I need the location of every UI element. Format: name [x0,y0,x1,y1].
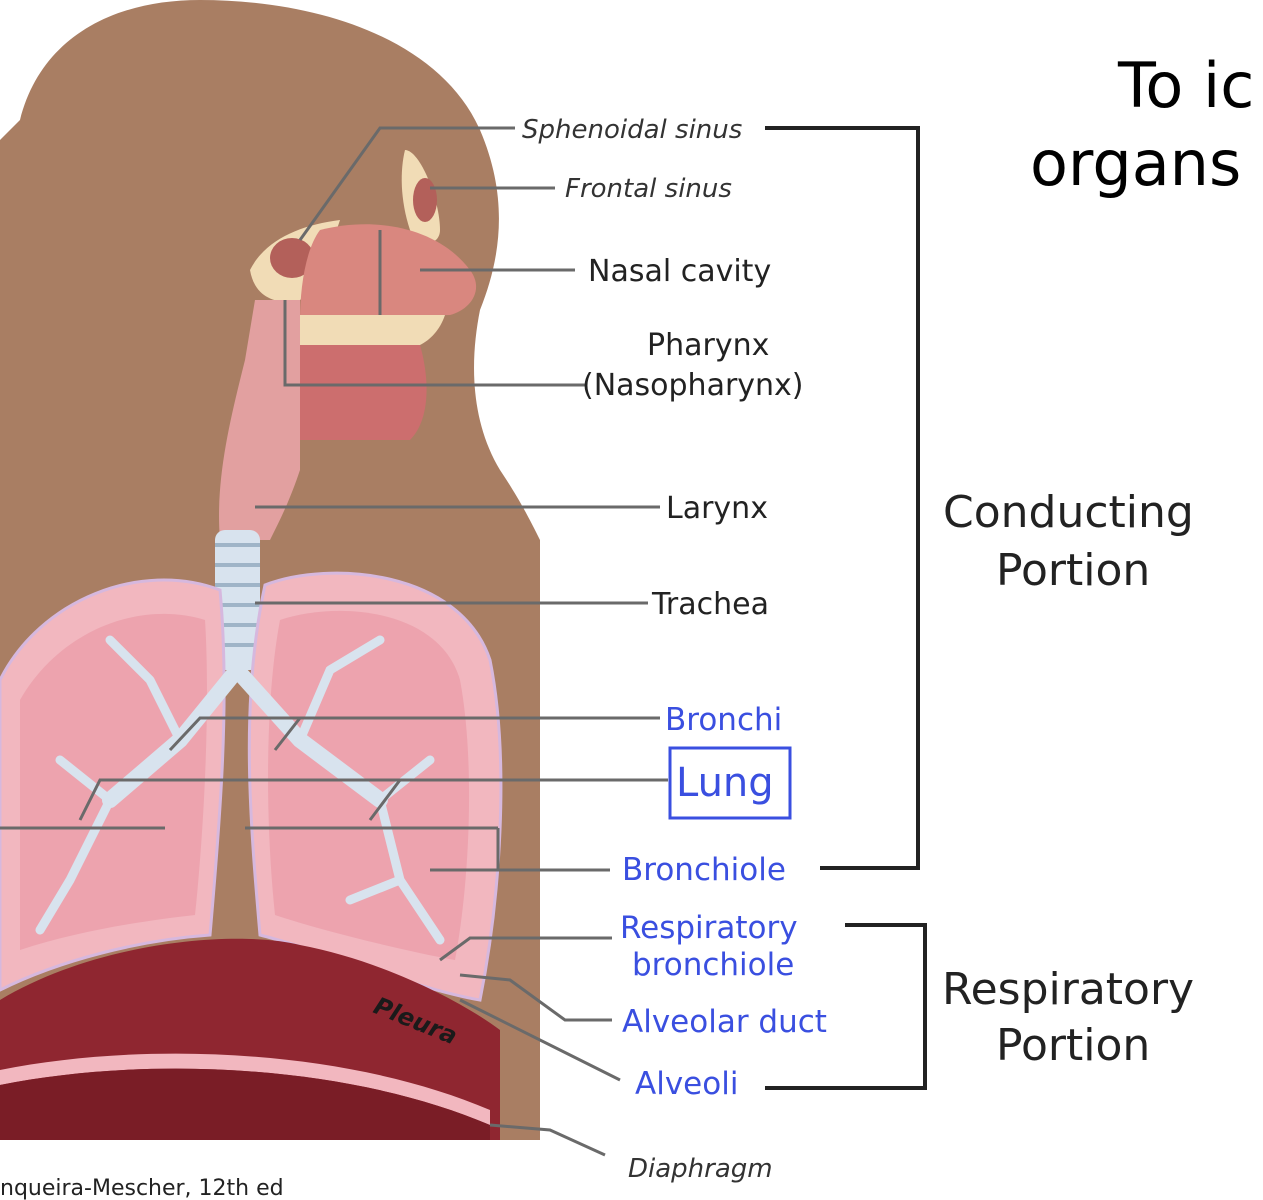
pharynx-shape [219,300,300,540]
group-respiratory-line1: Respiratory [942,964,1194,1015]
sphenoidal-sinus-cavity [270,238,314,278]
label-trachea: Trachea [651,587,769,622]
palate-shape [300,315,445,345]
label-pharynx: Pharynx [647,328,769,363]
left-lung-inner [20,613,207,950]
label-respiratory-line1: Respiratory [620,910,798,946]
conducting-bracket [765,126,920,870]
label-diaphragm: Diaphragm [628,1154,773,1184]
diaphragm-inner [0,1068,490,1140]
frontal-sinus-cavity [413,178,437,222]
group-conducting-line2: Portion [996,545,1150,596]
label-alveolar-duct: Alveolar duct [622,1004,827,1040]
trachea-shape [215,530,260,670]
label-alveoli: Alveoli [635,1066,738,1102]
tongue-shape [278,345,427,440]
group-respiratory-line2: Portion [996,1020,1150,1071]
diaphragm-rim [0,1053,490,1125]
label-nasopharynx: (Nasopharynx) [582,368,804,403]
label-bronchiole: Bronchiole [622,852,786,888]
lung-label-box [668,746,792,820]
label-bronchi: Bronchi [665,702,782,738]
label-sphenoidal-sinus: Sphenoidal sinus [522,115,742,145]
respiratory-bracket [765,923,927,1090]
credit-text: nqueira-Mescher, 12th ed [0,1176,284,1200]
leader-lines [0,126,668,1157]
label-nasal-cavity: Nasal cavity [588,254,771,289]
label-larynx: Larynx [666,491,768,526]
nasal-cavity-shape [300,224,477,320]
title-line1: To ic [1117,49,1254,122]
title-line2: organs [1030,127,1241,200]
label-lung: Lung [676,760,774,806]
group-conducting-line1: Conducting [943,487,1194,538]
label-respiratory-line2: bronchiole [632,947,794,983]
label-frontal-sinus: Frontal sinus [565,174,732,204]
